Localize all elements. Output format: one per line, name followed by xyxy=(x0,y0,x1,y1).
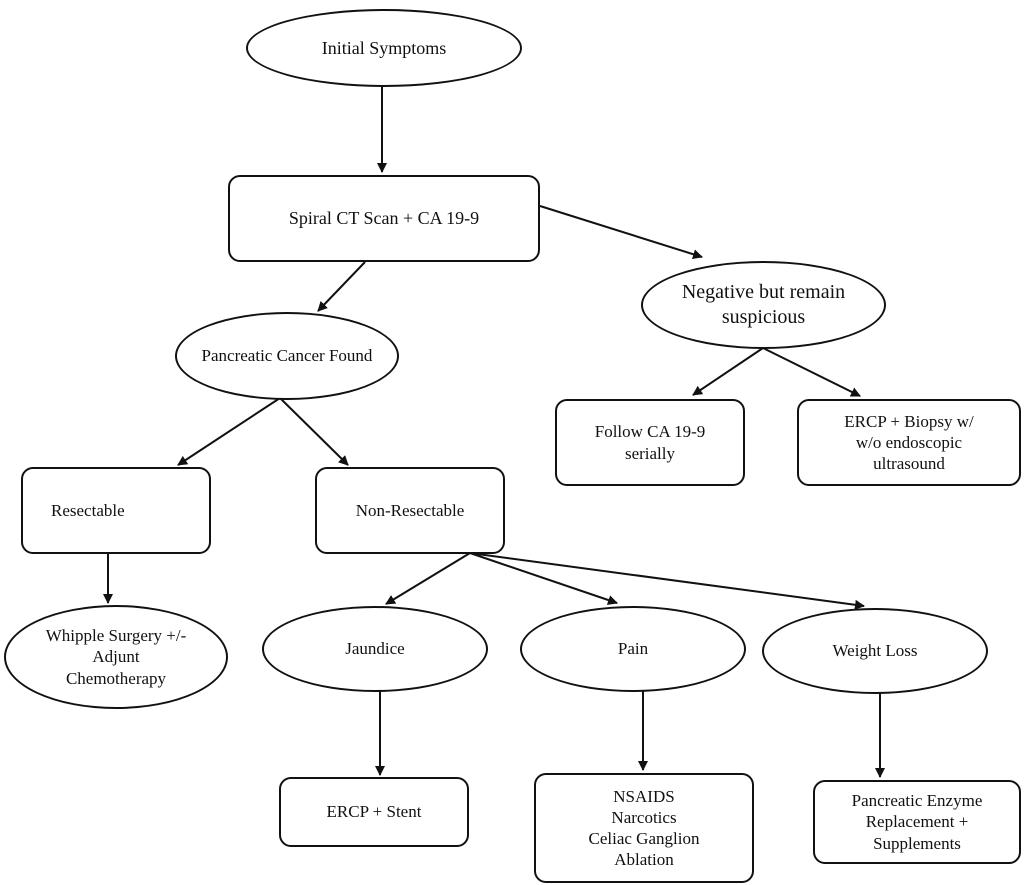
ercp-stent-label: ERCP + Stent xyxy=(326,802,422,822)
arrow-ct-to-cancer xyxy=(317,261,366,312)
follow-ca-node: Follow CA 19-9 serially xyxy=(555,399,745,486)
ercp-biopsy-node: ERCP + Biopsy w/ w/o endoscopic ultrasou… xyxy=(797,399,1021,486)
spiral-ct-node: Spiral CT Scan + CA 19-9 xyxy=(228,175,540,262)
jaundice-node: Jaundice xyxy=(262,606,488,692)
pancreatic-enzyme-node: Pancreatic Enzyme Replacement + Suppleme… xyxy=(813,780,1021,864)
pain-label: Pain xyxy=(617,639,649,659)
follow-ca-label: Follow CA 19-9 serially xyxy=(594,422,706,463)
arrow-cancer-to-nonresectable xyxy=(279,397,349,466)
non-resectable-label: Non-Resectable xyxy=(355,500,465,520)
nsaids-node: NSAIDS Narcotics Celiac Ganglion Ablatio… xyxy=(534,773,754,883)
arrow-negative-to-follow xyxy=(692,347,764,396)
arrow-nonresectable-to-weightloss xyxy=(469,552,865,610)
nsaids-label: NSAIDS Narcotics Celiac Ganglion Ablatio… xyxy=(588,786,700,870)
ercp-stent-node: ERCP + Stent xyxy=(279,777,469,847)
weight-loss-node: Weight Loss xyxy=(762,608,988,694)
pain-node: Pain xyxy=(520,606,746,692)
non-resectable-node: Non-Resectable xyxy=(315,467,505,554)
whipple-surgery-label: Whipple Surgery +/- Adjunt Chemotherapy xyxy=(45,626,187,688)
initial-symptoms-label: Initial Symptoms xyxy=(321,37,447,58)
weight-loss-label: Weight Loss xyxy=(832,641,918,661)
negative-suspicious-node: Negative but remain suspicious xyxy=(641,261,886,349)
arrow-negative-to-ercp-biopsy xyxy=(762,347,861,397)
initial-symptoms-node: Initial Symptoms xyxy=(246,9,522,87)
pancreatic-enzyme-label: Pancreatic Enzyme Replacement + Suppleme… xyxy=(851,791,983,853)
negative-suspicious-label: Negative but remain suspicious xyxy=(681,281,846,328)
arrow-nonresectable-to-jaundice xyxy=(385,552,471,605)
arrow-ct-to-negative xyxy=(539,205,703,260)
pancreatic-cancer-found-node: Pancreatic Cancer Found xyxy=(175,312,399,400)
ercp-biopsy-label: ERCP + Biopsy w/ w/o endoscopic ultrasou… xyxy=(844,411,974,474)
whipple-surgery-node: Whipple Surgery +/- Adjunt Chemotherapy xyxy=(4,605,228,709)
arrow-nonresectable-to-pain xyxy=(469,552,618,605)
resectable-node: Resectable xyxy=(21,467,211,554)
arrow-cancer-to-resectable xyxy=(177,397,281,466)
spiral-ct-label: Spiral CT Scan + CA 19-9 xyxy=(288,208,480,229)
jaundice-label: Jaundice xyxy=(345,639,405,659)
pancreatic-cancer-found-label: Pancreatic Cancer Found xyxy=(201,346,373,366)
resectable-label: Resectable xyxy=(51,500,125,520)
